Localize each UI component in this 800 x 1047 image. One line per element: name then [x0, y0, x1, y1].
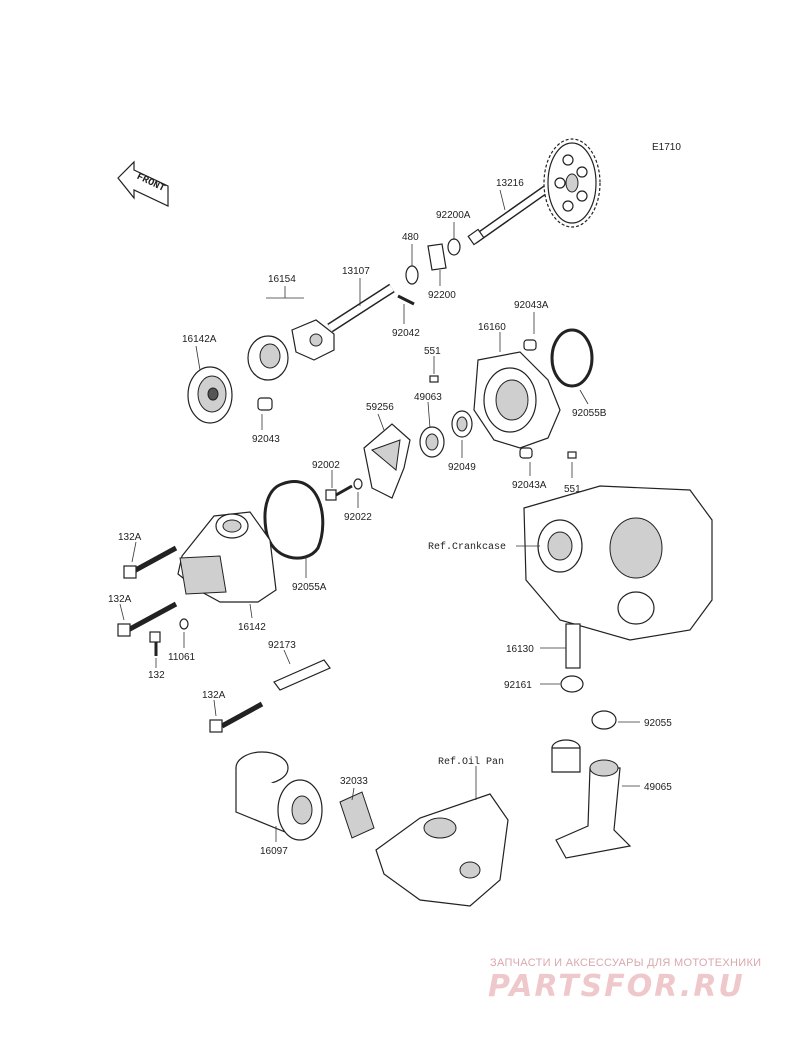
part-label: 92043A	[514, 300, 549, 311]
gear-shaft-part	[467, 138, 601, 246]
part-label: 92200A	[436, 210, 471, 221]
part-label: 13107	[342, 266, 370, 277]
fitting-part	[565, 623, 581, 669]
part-label: 92055A	[292, 582, 327, 593]
pump-body-part	[473, 339, 561, 459]
pump-cover-part	[187, 366, 273, 424]
part-label: 92022	[344, 512, 372, 523]
part-label: 16160	[478, 322, 506, 333]
part-label: 92049	[448, 462, 476, 473]
part-label: 11061	[168, 652, 196, 663]
part-label: 59256	[366, 402, 394, 413]
diagram-code: E1710	[652, 142, 681, 153]
oil-filter-part	[235, 751, 323, 841]
part-label: 132A	[118, 532, 142, 543]
part-label: 132A	[202, 690, 226, 701]
part-label: 16130	[506, 644, 534, 655]
part-label: 480	[402, 232, 419, 243]
crankcase-ref-part	[523, 485, 713, 641]
part-label: 92055B	[572, 408, 607, 419]
shaft-part	[327, 283, 415, 333]
part-label: 13216	[496, 178, 524, 189]
clamp-part	[273, 659, 331, 691]
watermark-brand: PARTSFOR.RU	[488, 969, 745, 1004]
part-label: 132	[148, 670, 165, 681]
bushing-part	[560, 675, 584, 693]
part-label: 92002	[312, 460, 340, 471]
front-arrow-icon: FRONT	[117, 160, 169, 207]
oil-pan-ref-part	[375, 793, 509, 907]
o-ring-part	[550, 328, 594, 388]
pipe-part	[339, 791, 375, 839]
o-ring-part	[263, 480, 325, 560]
oil-strainer-part	[551, 739, 632, 859]
o-ring-part	[591, 710, 617, 730]
washer-part	[447, 238, 461, 256]
part-label: 92043A	[512, 480, 547, 491]
bolt-part	[117, 601, 178, 637]
part-label: 32033	[340, 776, 368, 787]
part-labels: 13216 92200A 480 92200 16154 13107 92042…	[108, 178, 672, 857]
part-label: 92043	[252, 434, 280, 445]
bolt-part	[149, 631, 161, 643]
pump-cover-main-part	[177, 511, 277, 603]
gasket-part	[179, 618, 189, 630]
part-label: 49063	[414, 392, 442, 403]
part-label: 551	[564, 484, 581, 495]
part-label: 551	[424, 346, 441, 357]
plate-part	[427, 243, 447, 271]
crankcase-ref-label: Ref.Crankcase	[428, 541, 506, 553]
impeller-part	[363, 423, 411, 499]
part-label: 16142A	[182, 334, 217, 345]
part-label: 16142	[238, 622, 266, 633]
dowel-part	[429, 375, 439, 383]
watermark-tagline: ЗАПЧАСТИ И АКСЕССУАРЫ ДЛЯ МОТОТЕХНИКИ	[490, 957, 761, 969]
pump-rotor-part	[247, 319, 335, 381]
bolt-part	[325, 489, 337, 501]
part-label: 16154	[268, 274, 296, 285]
part-label: 92161	[504, 680, 532, 691]
circlip-part	[405, 265, 419, 285]
washer-part	[353, 478, 363, 490]
leader-lines	[119, 189, 640, 842]
bolt-part	[123, 545, 178, 579]
oil-pan-ref-label: Ref.Oil Pan	[438, 756, 504, 768]
bolt-part	[209, 701, 264, 733]
part-label: 132A	[108, 594, 132, 605]
dowel-part	[567, 451, 577, 459]
part-label: 92173	[268, 640, 296, 651]
part-label: 16097	[260, 846, 288, 857]
part-label: 92200	[428, 290, 456, 301]
watermark: ЗАПЧАСТИ И АКСЕССУАРЫ ДЛЯ МОТОТЕХНИКИ PA…	[488, 957, 761, 1004]
part-label: 92055	[644, 718, 672, 729]
part-label: 92042	[392, 328, 420, 339]
part-label: 49065	[644, 782, 672, 793]
